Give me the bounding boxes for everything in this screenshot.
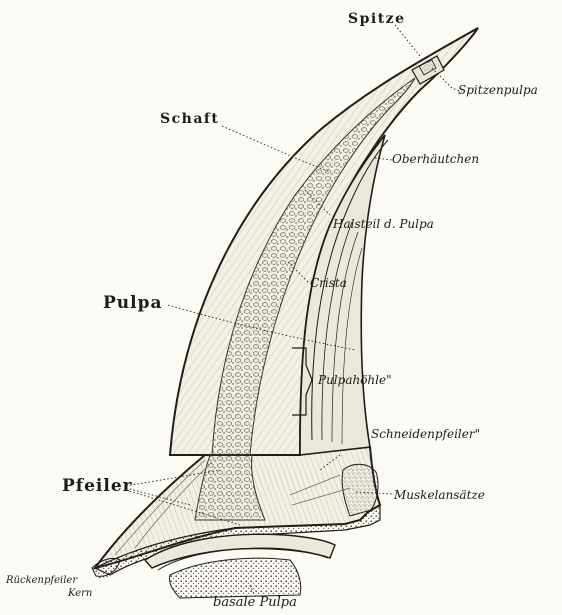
label-spitzenpulpa: Spitzenpulpa <box>458 84 538 96</box>
label-halsteil: Halsteil d. Pulpa <box>333 218 434 230</box>
label-schneidenpfeiler: Schneidenpfeiler" <box>371 428 480 440</box>
label-pulpa: Pulpa <box>103 295 163 312</box>
label-spitze: Spitze <box>348 12 406 26</box>
label-basale-pulpa: basale Pulpa <box>213 596 297 609</box>
label-muskelansaetze: Muskelansätze <box>394 489 485 501</box>
label-kern: Kern <box>68 589 92 599</box>
label-pulpahoehle: Pulpahöhle" <box>318 374 392 386</box>
label-schaft: Schaft <box>160 112 219 126</box>
label-rueckenpfeiler: Rückenpfeiler <box>6 576 77 586</box>
label-oberhaeutchen: Oberhäutchen <box>392 153 479 165</box>
label-pfeiler: Pfeiler <box>62 478 133 495</box>
label-crista: Crista <box>310 277 347 289</box>
